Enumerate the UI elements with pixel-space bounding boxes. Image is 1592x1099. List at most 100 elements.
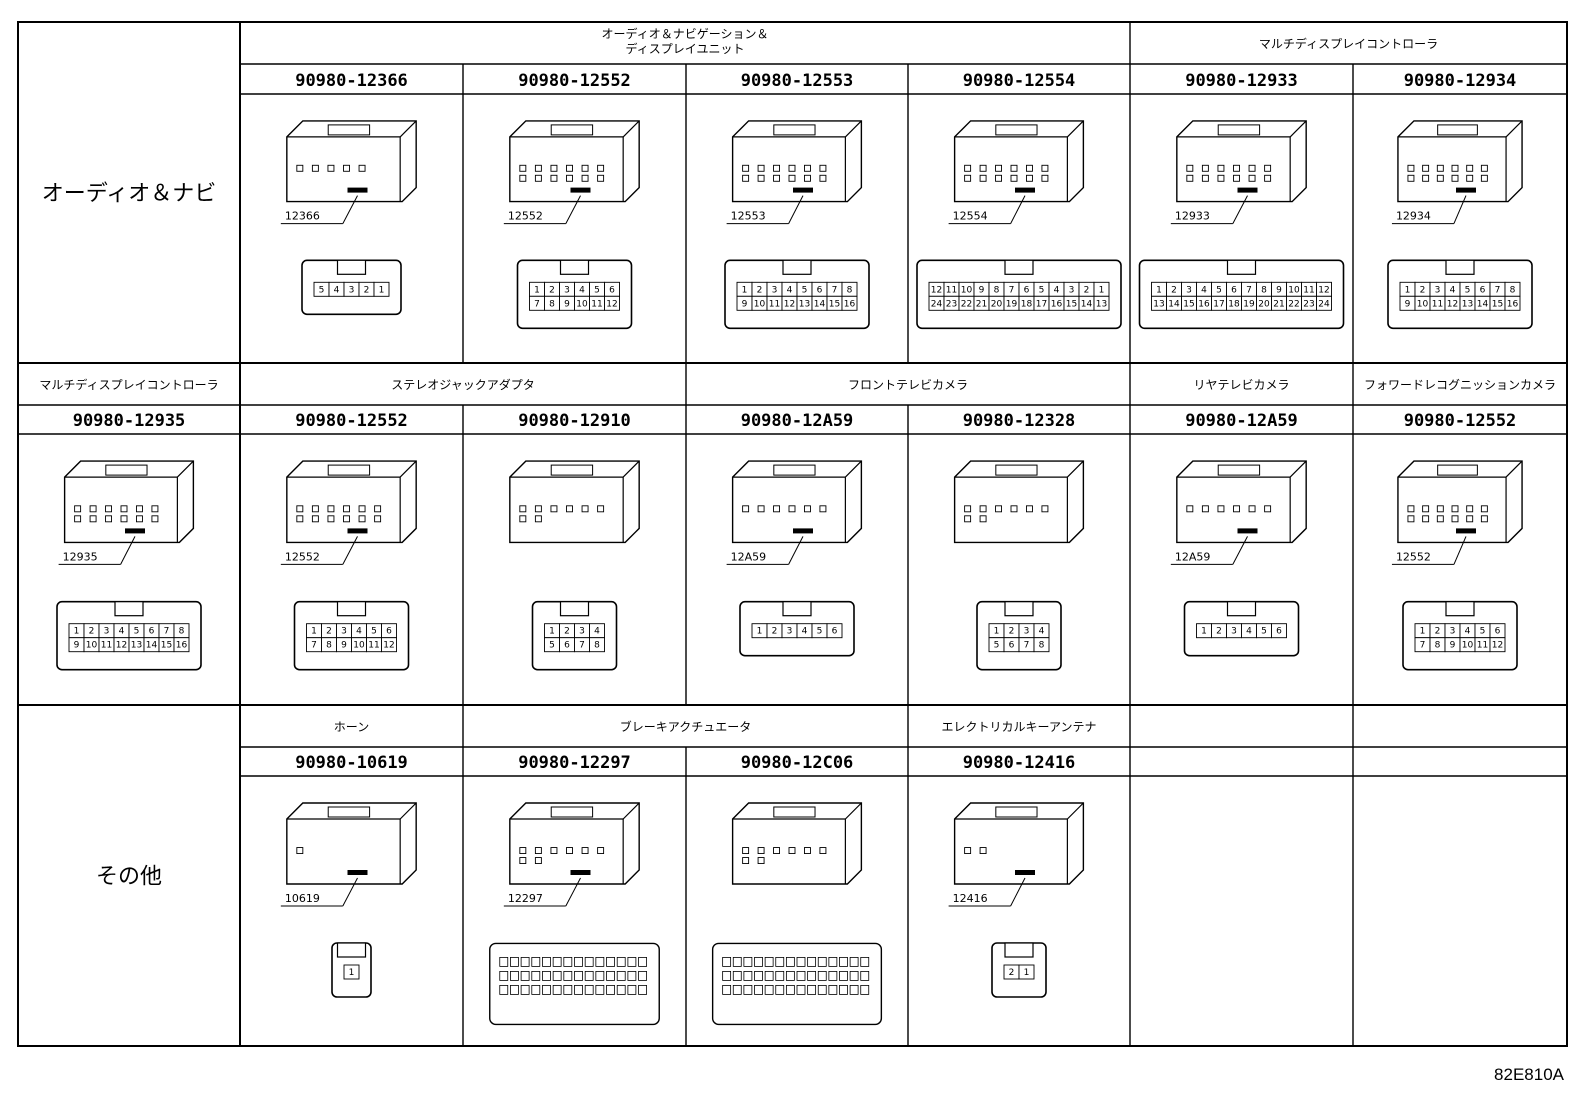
pin-number: 3	[1231, 627, 1237, 637]
cavity	[995, 174, 1002, 182]
cavity	[566, 847, 573, 854]
housing-outline	[509, 120, 640, 203]
pin-number: 15	[1183, 299, 1194, 309]
pin-number: 3	[772, 285, 778, 295]
cavity	[817, 985, 827, 995]
cavity	[995, 164, 1002, 172]
cavity	[722, 985, 732, 995]
cavity	[550, 174, 558, 182]
cavity	[566, 164, 573, 172]
pin-number: 9	[1405, 299, 1411, 309]
cavity	[1436, 505, 1444, 513]
latch	[327, 124, 371, 136]
cavity	[819, 505, 827, 513]
face-latch	[559, 601, 590, 617]
cavity	[804, 164, 811, 172]
cavity	[722, 971, 732, 981]
cavity	[1451, 164, 1459, 172]
part-number: 90980-12552	[295, 411, 408, 431]
part-number: 90980-12933	[1185, 71, 1298, 91]
pin-number: 2	[549, 285, 555, 295]
cavity	[552, 985, 562, 995]
callout-label: 12552	[1396, 550, 1431, 563]
pin-number: 18	[1021, 299, 1033, 309]
pin-number: 12	[606, 299, 617, 309]
cavity	[860, 971, 870, 981]
pin-number: 3	[1435, 285, 1441, 295]
cavity	[860, 957, 870, 967]
cavity	[627, 985, 637, 995]
pin-number: 4	[1039, 627, 1045, 637]
label-marking	[570, 870, 591, 875]
callout-label: 12934	[1396, 210, 1431, 223]
cavity	[1233, 174, 1240, 182]
latch	[773, 124, 816, 136]
cavity	[964, 847, 972, 854]
cavity	[120, 505, 128, 513]
pin-number: 17	[1036, 299, 1047, 309]
cavity	[638, 957, 647, 967]
latch	[773, 806, 816, 818]
pin-number: 8	[1261, 285, 1267, 295]
cavity	[358, 515, 366, 523]
pin-number: 15	[829, 299, 840, 309]
pin-number: 14	[1168, 299, 1180, 309]
part-number: 90980-12910	[518, 411, 631, 431]
part-number: 90980-12C06	[741, 753, 854, 773]
face-latch	[782, 601, 812, 617]
pin-number: 5	[802, 285, 808, 295]
cavity	[563, 985, 573, 995]
callout-arrow	[342, 536, 358, 565]
pin-number: 11	[101, 641, 112, 651]
cavity	[839, 985, 848, 995]
cavity	[520, 985, 530, 995]
cavity	[964, 505, 972, 513]
latch	[327, 464, 371, 476]
cavity	[584, 971, 594, 981]
cavity	[743, 985, 753, 995]
face-latch	[782, 259, 812, 275]
cavity	[964, 515, 972, 523]
cavity	[757, 847, 765, 854]
label-marking	[347, 870, 368, 875]
pin-number: 3	[1450, 627, 1456, 637]
cavity	[343, 515, 350, 523]
latch	[995, 124, 1038, 136]
pin-number: 22	[961, 299, 972, 309]
pin-number: 19	[1006, 299, 1018, 309]
pin-number: 4	[119, 627, 125, 637]
pin-number: 13	[131, 641, 142, 651]
pin-number: 13	[1096, 299, 1107, 309]
cavity	[839, 957, 848, 967]
cavity	[807, 971, 817, 981]
pin-number: 15	[161, 641, 172, 651]
pin-number: 16	[1051, 299, 1063, 309]
cavity	[979, 505, 987, 513]
cavity	[534, 515, 542, 523]
cavity	[773, 847, 780, 854]
part-number: 90980-12554	[963, 71, 1076, 91]
cavity	[105, 515, 112, 523]
latch	[1217, 124, 1261, 136]
category-label: ディスプレイユニット	[626, 41, 745, 56]
pin-number: 1	[1099, 285, 1105, 295]
housing-edge	[622, 460, 640, 478]
cavity	[775, 985, 785, 995]
pin-number: 15	[1492, 299, 1503, 309]
cavity	[1264, 174, 1272, 182]
pin-number: 12	[116, 641, 127, 651]
label-marking	[793, 187, 813, 193]
cavity	[964, 164, 972, 172]
callout-label: 12552	[508, 210, 543, 223]
cavity	[581, 174, 589, 182]
face-latch	[336, 601, 367, 617]
pin-number: 18	[1228, 299, 1240, 309]
cavity	[1201, 505, 1209, 513]
pin-number: 13	[1153, 299, 1164, 309]
cavity	[764, 985, 774, 995]
cavity	[311, 515, 319, 523]
pin-number: 3	[787, 627, 793, 637]
cavity	[1264, 505, 1272, 513]
